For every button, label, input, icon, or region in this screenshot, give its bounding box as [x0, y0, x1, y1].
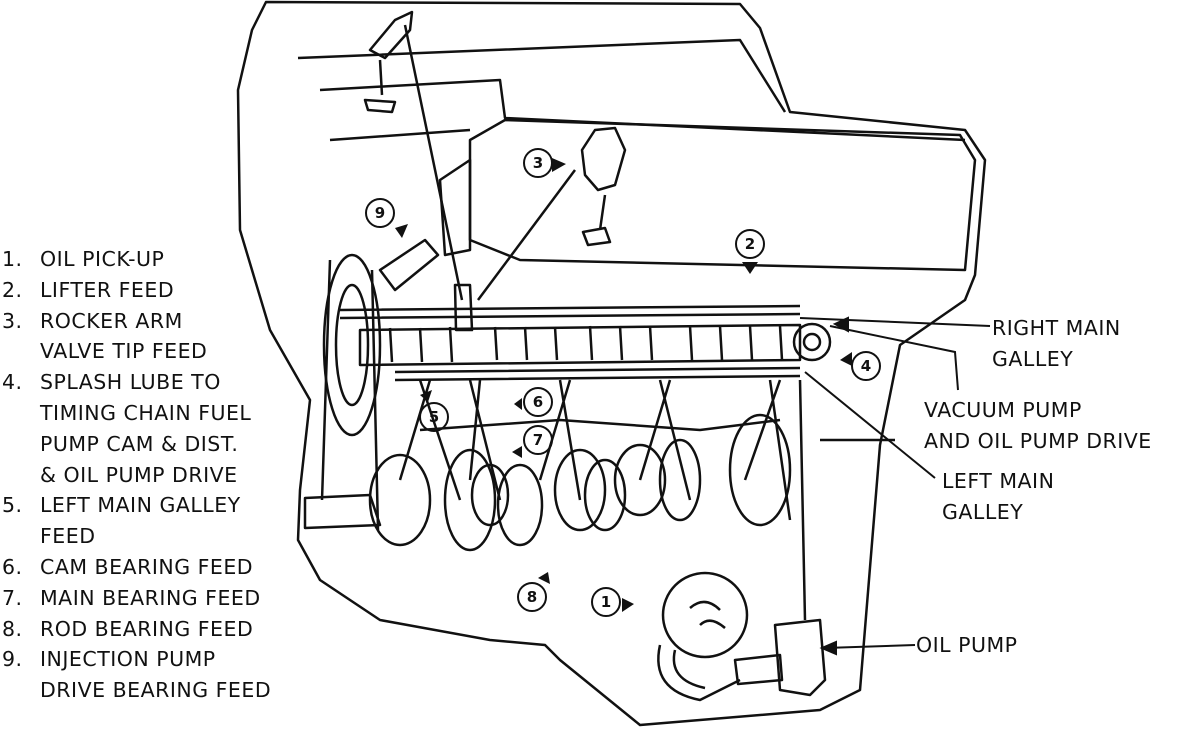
leader-vacuum-pump [829, 325, 959, 391]
legend-item-5: 5.LEFT MAIN GALLEY [2, 493, 241, 518]
badge-5: 5 [429, 408, 439, 426]
legend: 1.OIL PICK-UP 2.LIFTER FEED 3.ROCKER ARM… [2, 244, 282, 706]
leader-right-main-galley [799, 317, 991, 327]
badge-4: 4 [861, 357, 871, 375]
lifter [453, 283, 474, 332]
legend-item-4-cont: & OIL PUMP DRIVE [40, 462, 238, 487]
badge-7: 7 [533, 431, 543, 449]
leader-left-main-galley [804, 371, 936, 479]
flow-arrow [840, 352, 852, 366]
badge-6-circle [523, 387, 553, 417]
rocker-arm-top [368, 10, 414, 60]
legend-item-5-cont: FEED [40, 524, 96, 549]
leader-oil-pump [824, 644, 916, 649]
badge-7-circle [523, 425, 553, 455]
badge-6: 6 [533, 393, 543, 411]
right-main-galley [339, 304, 801, 320]
legend-item-4-cont: PUMP CAM & DIST. [40, 431, 239, 456]
label-vacuum-pump: VACUUM PUMP AND OIL PUMP DRIVE [924, 398, 1152, 453]
legend-item-7: 7.MAIN BEARING FEED [2, 585, 261, 610]
badge-2: 2 [745, 235, 755, 253]
flow-arrow [622, 598, 634, 612]
arrowhead-oil-pump [819, 640, 837, 656]
flow-arrow [742, 262, 758, 274]
label-right-main-galley: RIGHT MAIN GALLEY [992, 316, 1121, 371]
oil-pump-driveshaft [798, 379, 807, 621]
badge-1: 1 [601, 593, 611, 611]
crankshaft [303, 493, 382, 530]
flow-arrow [552, 158, 566, 172]
badge-1-circle [591, 587, 621, 617]
label-left-main-galley: LEFT MAIN GALLEY [942, 469, 1055, 524]
rocker-arm-3 [580, 126, 627, 192]
camshaft [358, 323, 802, 367]
flow-arrow [538, 572, 550, 584]
valve-top [363, 59, 397, 114]
push-rod-2 [476, 169, 577, 301]
left-main-galley [394, 366, 801, 382]
legend-item-6: 6.CAM BEARING FEED [2, 554, 254, 579]
badge-9: 9 [375, 204, 385, 222]
valve-3 [581, 194, 612, 247]
legend-item-4-cont: TIMING CHAIN FUEL [40, 400, 252, 425]
legend-item-8: 8.ROD BEARING FEED [2, 616, 254, 641]
engine-block-outline [236, 0, 987, 727]
legend-item-3-cont: VALVE TIP FEED [40, 339, 208, 364]
oil-pickup [661, 571, 749, 659]
cylinder-head [297, 38, 966, 142]
flow-arrow [512, 446, 522, 458]
flow-arrow [514, 398, 522, 410]
legend-item-1: 1.OIL PICK-UP [2, 247, 165, 271]
main-bearing-feeds [398, 379, 792, 521]
badge-3: 3 [533, 154, 543, 172]
injection-pump-drive [378, 238, 440, 292]
head-side [438, 158, 472, 257]
flow-arrow [395, 224, 408, 238]
timing-gear [322, 253, 382, 437]
legend-item-4: 4.SPLASH LUBE TO [2, 370, 221, 395]
legend-item-9-cont: DRIVE BEARING FEED [40, 678, 272, 703]
oil-pump-body [773, 618, 827, 697]
pickup-tube [657, 644, 741, 702]
cam-drive-gear [792, 322, 832, 362]
badge-8-circle [517, 582, 547, 612]
label-oil-pump: OIL PUMP [916, 633, 1018, 657]
badge-8: 8 [527, 588, 537, 606]
badge-5-circle [419, 402, 449, 432]
legend-item-3: 3.ROCKER ARM [2, 308, 183, 333]
badge-9-circle [365, 198, 395, 228]
timing-chain [320, 259, 380, 531]
legend-item-9: 9.INJECTION PUMP [2, 647, 216, 672]
push-rod-1 [403, 24, 464, 301]
head-deck [468, 118, 977, 272]
flow-arrow [420, 390, 432, 402]
badge-2-circle [735, 229, 765, 259]
arrowhead-right-galley [832, 316, 849, 333]
legend-item-2: 2.LIFTER FEED [2, 277, 175, 302]
